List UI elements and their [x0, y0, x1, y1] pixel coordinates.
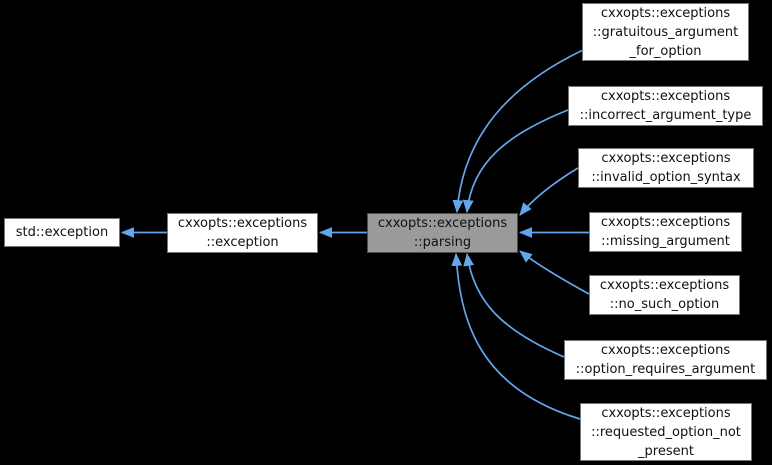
node-no-such-option[interactable]: cxxopts::exceptions ::no_such_option: [589, 275, 740, 315]
edge-incorrect-to-parsing: [462, 109, 569, 214]
node-cxxopts-exceptions-exception[interactable]: cxxopts::exceptions ::exception: [167, 213, 318, 253]
node-requested-option-not-present[interactable]: cxxopts::exceptions ::requested_option_n…: [580, 403, 752, 461]
node-cxxopts-exceptions-parsing: cxxopts::exceptions ::parsing: [367, 213, 518, 253]
node-option-requires-argument[interactable]: cxxopts::exceptions ::option_requires_ar…: [564, 340, 767, 380]
edge-optionrequires-to-parsing: [463, 252, 565, 358]
edge-gratuitous-to-parsing: [452, 49, 584, 214]
node-incorrect-argument-type[interactable]: cxxopts::exceptions ::incorrect_argument…: [568, 86, 763, 126]
edge-requested-to-parsing: [451, 252, 581, 420]
node-gratuitous-argument-for-option[interactable]: cxxopts::exceptions ::gratuitous_argumen…: [582, 3, 749, 61]
node-invalid-option-syntax[interactable]: cxxopts::exceptions ::invalid_option_syn…: [578, 148, 754, 188]
edge-invalid-to-parsing: [519, 167, 579, 216]
edge-nosuch-to-parsing: [519, 250, 590, 295]
node-missing-argument[interactable]: cxxopts::exceptions ::missing_argument: [589, 212, 742, 252]
node-std-exception[interactable]: std::exception: [4, 218, 120, 247]
